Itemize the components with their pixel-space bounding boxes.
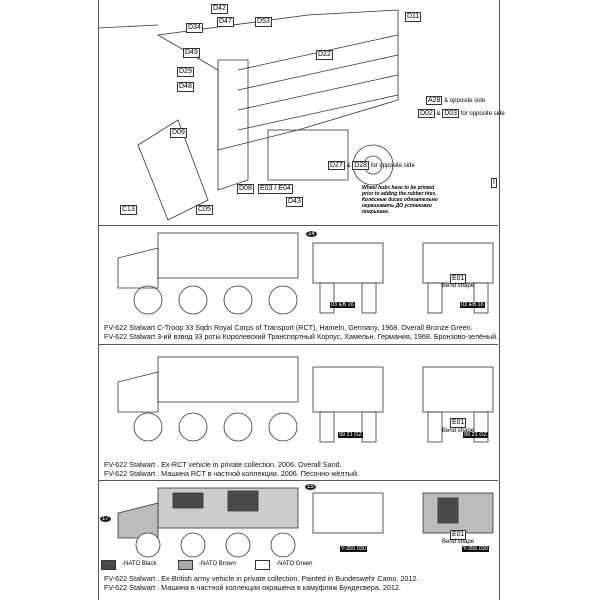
license-plate: 99 21 OZ	[463, 432, 488, 438]
decal-marker: 17	[100, 516, 111, 522]
part-label: D29	[177, 67, 194, 77]
decal-marker: 15	[305, 484, 316, 490]
legend-label: -NATO Black	[122, 561, 157, 567]
part-label: D53	[255, 17, 272, 27]
part-label: E01	[450, 274, 467, 284]
part-label: D09	[170, 128, 187, 138]
vehicle-views-2	[117, 356, 494, 443]
part-label: D49	[183, 48, 200, 58]
vehicle-views-1	[117, 232, 494, 315]
bend-note: Bend shape	[442, 539, 475, 545]
part-label: D22	[316, 50, 333, 60]
part-label: D03	[442, 109, 460, 118]
part-note: for opposite side	[460, 111, 505, 117]
part-note: & opposite side	[444, 98, 486, 104]
divider	[98, 480, 498, 481]
part-label: E01	[450, 530, 467, 540]
caption-ru: FV-622 Stalwart . Машина RCT в частной к…	[104, 469, 359, 478]
part-label: D34	[186, 23, 203, 33]
part-label: D28	[352, 161, 370, 170]
part-label: D02	[418, 109, 435, 118]
part-label: C05	[196, 205, 213, 215]
bend-note: Bend shape	[442, 283, 475, 289]
part-label: D11	[405, 12, 422, 22]
vehicle-views-3	[117, 487, 494, 558]
divider	[98, 225, 498, 226]
part-label: D47	[217, 17, 234, 27]
caption-en: FV-622 Stalwart . Ex-British army vehicl…	[104, 574, 419, 583]
decal-marker: 14	[306, 231, 317, 237]
caption-en: FV-622 Stalwart . Ex-RCT vehicle in priv…	[104, 460, 342, 469]
caption-en: FV-622 Stalwart C-Troop 33 Sqdn Royal Co…	[104, 323, 473, 332]
part-label: E01	[450, 418, 467, 428]
part-label: D08	[237, 184, 254, 194]
bend-note: Bend shape	[442, 428, 475, 434]
part-label: D43	[286, 197, 303, 207]
page-frame	[98, 0, 500, 600]
part-label: A28	[426, 96, 443, 105]
swatch-nato-brown	[178, 560, 193, 570]
caption-ru: FV-622 Stalwart 3-ий взвод 33 роты Корол…	[104, 332, 499, 341]
part-label: I	[491, 178, 497, 188]
part-label: E03 / E04	[258, 184, 293, 194]
caption-ru: FV-622 Stalwart . Машина в частной колле…	[104, 583, 401, 592]
license-plate: 03 EB 16	[460, 302, 485, 308]
part-label: D42	[211, 4, 228, 14]
license-plate: Y-355 030	[462, 546, 489, 552]
legend-label: -NATO Brown	[199, 561, 236, 567]
swatch-nato-green	[255, 560, 270, 570]
wheel-note: Wheel hubs have to be primed prior to ad…	[362, 185, 442, 215]
divider	[98, 344, 498, 345]
legend-label: -NATO Green	[276, 561, 313, 567]
part-label: D27	[328, 161, 345, 170]
part-note: for opposite side	[370, 163, 415, 169]
license-plate: Y-355 030	[340, 546, 367, 552]
swatch-nato-black	[101, 560, 116, 570]
part-label: C13	[120, 205, 137, 215]
part-label: D48	[177, 82, 194, 92]
license-plate: 99 21 OZ	[338, 432, 363, 438]
wheel-note-en: Wheel hubs have to be primed prior to ad…	[362, 185, 437, 197]
license-plate: 03 EB 16	[330, 302, 355, 308]
wheel-note-ru: Колёсные диски обязательно окрашивать ДО…	[362, 197, 438, 215]
